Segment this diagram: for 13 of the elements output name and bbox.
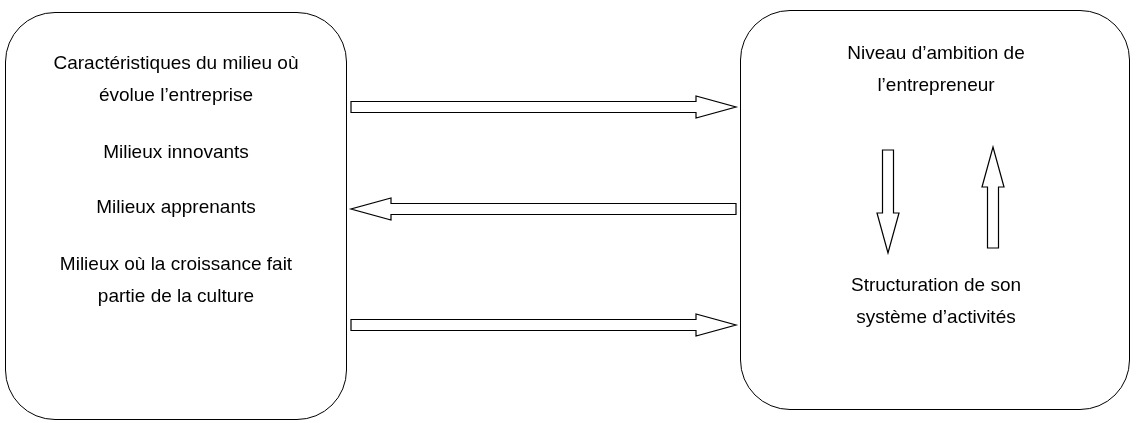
box-text: Milieux innovants [102, 140, 250, 164]
block-arrow [350, 95, 739, 119]
block-arrow [876, 149, 900, 256]
box-text: Milieux où la croissance fait partie de la culture [58, 252, 294, 308]
block-arrow [348, 197, 737, 221]
rounded-box [5, 12, 347, 420]
block-arrow [981, 144, 1005, 249]
rounded-box [740, 10, 1130, 410]
box-text: Milieux apprenants [95, 195, 257, 219]
block-arrow [350, 313, 739, 337]
box-text: Caractéristiques du milieu où évolue l’entreprise [52, 51, 300, 107]
text-label: Structuration de son système d’activités [816, 269, 1056, 333]
text-label: Niveau d’ambition de l’entrepreneur [816, 37, 1056, 101]
